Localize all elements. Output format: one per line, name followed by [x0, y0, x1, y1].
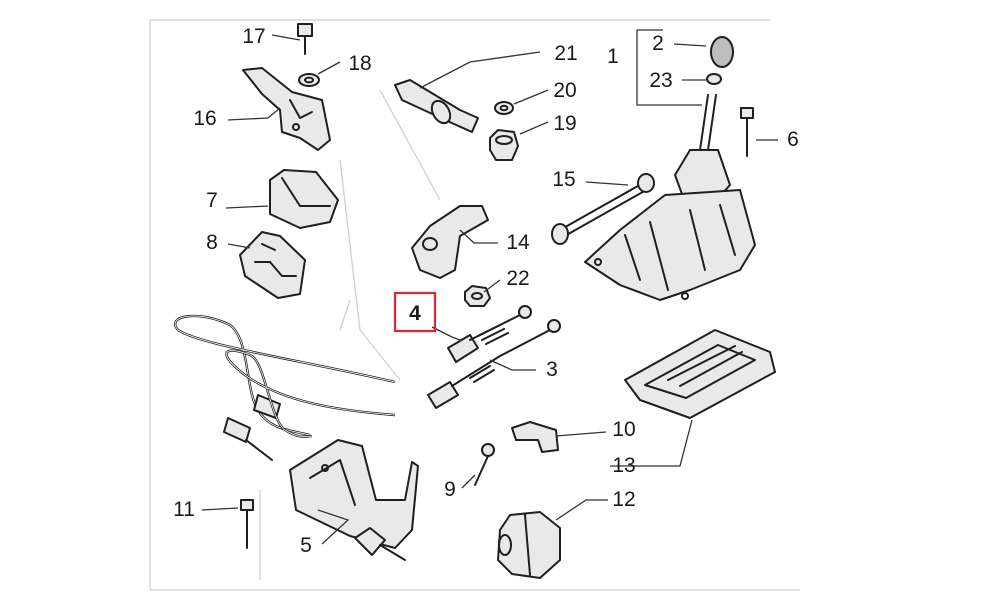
label-9: 9	[444, 478, 456, 501]
part-17-bolt	[297, 23, 313, 55]
part-19-nut	[489, 129, 519, 161]
part-1-shifter-assembly	[584, 94, 756, 301]
label-5: 5	[300, 534, 312, 557]
label-10: 10	[612, 418, 635, 441]
label-6: 6	[787, 128, 799, 151]
part-15-link-rod	[551, 173, 655, 245]
part-18-washer	[298, 73, 320, 87]
label-11: 11	[173, 498, 195, 521]
part-7-cover	[269, 169, 339, 229]
part-6-bolt	[740, 107, 754, 157]
label-13: 13	[612, 454, 635, 477]
callout-labels: 17 18 16 21 20 19 1 2 23 6 15 7 8 14 22 …	[173, 25, 799, 557]
part-14-lever	[411, 205, 489, 279]
label-17: 17	[242, 25, 265, 48]
part-2-knob	[710, 36, 734, 68]
label-3: 3	[546, 358, 558, 381]
part-20-washer	[494, 101, 514, 115]
part-8-clip-block	[239, 231, 306, 299]
label-19: 19	[553, 112, 576, 135]
part-23-ring	[706, 73, 722, 85]
label-1: 1	[607, 45, 619, 68]
label-2: 2	[652, 32, 664, 55]
label-16: 16	[193, 107, 216, 130]
part-22-nut	[464, 285, 491, 307]
part-11-bolt	[240, 499, 254, 549]
label-23: 23	[649, 69, 672, 92]
part-3-cable	[223, 319, 561, 461]
label-7: 7	[206, 189, 218, 212]
label-20: 20	[553, 79, 576, 102]
label-21: 21	[554, 42, 577, 65]
highlight-box	[393, 291, 437, 333]
part-4-cable	[174, 305, 532, 437]
part-12-bushing	[497, 511, 561, 579]
part-9-screw	[474, 443, 495, 486]
background-guides	[149, 19, 800, 591]
part-16-bracket	[242, 67, 331, 151]
label-4: 4	[409, 302, 421, 325]
label-22: 22	[506, 267, 529, 290]
part-13-boot-frame	[624, 329, 776, 419]
label-18: 18	[348, 52, 371, 75]
part-21-rod	[394, 79, 479, 133]
label-15: 15	[552, 168, 575, 191]
leader-lines	[201, 29, 778, 545]
label-14: 14	[506, 231, 530, 254]
part-5-mounting-bracket	[289, 439, 419, 561]
part-10-clip	[511, 421, 559, 453]
label-8: 8	[206, 231, 218, 254]
label-12: 12	[612, 488, 635, 511]
